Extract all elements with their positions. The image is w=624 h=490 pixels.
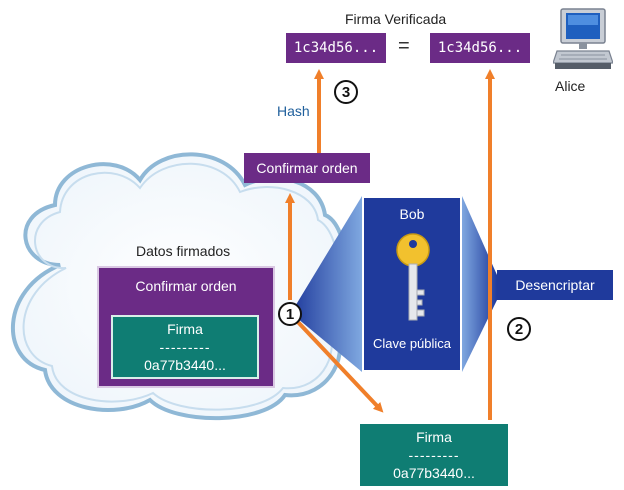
- signed-data-label: Datos firmados: [136, 243, 231, 259]
- funnel-right: [462, 196, 497, 372]
- document-signature-title: Firma: [167, 321, 203, 337]
- signature-bottom-title: Firma: [416, 429, 452, 445]
- bob-label: Bob: [399, 206, 425, 222]
- hash-label: Hash: [277, 103, 310, 119]
- document-signature: Firma --------- 0a77b3440...: [111, 315, 259, 379]
- signed-document: Confirmar orden Firma --------- 0a77b344…: [97, 266, 275, 388]
- decrypt-label: Desencriptar: [515, 277, 595, 293]
- arrow-step1-diag: [294, 318, 384, 413]
- document-signature-dashes: ---------: [159, 339, 211, 355]
- document-title: Confirmar orden: [135, 278, 237, 294]
- signature-box-bottom: Firma --------- 0a77b3440...: [360, 424, 508, 486]
- signature-bottom-value: 0a77b3440...: [393, 465, 475, 481]
- public-key-label: Clave pública: [372, 336, 452, 351]
- hash-box-left: 1c34d56...: [286, 33, 386, 63]
- computer-icon: [553, 8, 613, 69]
- funnel-left: [291, 196, 362, 372]
- equals-sign: =: [398, 35, 410, 57]
- bob-key-panel: Bob Clave pública: [362, 196, 462, 372]
- verified-signature-title: Firma Verificada: [345, 11, 447, 27]
- key-icon: [396, 233, 430, 321]
- document-signature-value: 0a77b3440...: [144, 357, 226, 373]
- alice-label: Alice: [555, 78, 586, 94]
- hash-box-right: 1c34d56...: [430, 33, 530, 63]
- step-3-badge: 3: [334, 80, 358, 104]
- order-box-top-label: Confirmar orden: [256, 160, 358, 176]
- signature-bottom-dashes: ---------: [408, 447, 460, 463]
- step-1-badge: 1: [278, 302, 302, 326]
- step-2-badge: 2: [507, 317, 531, 341]
- order-box-top: Confirmar orden: [244, 153, 370, 183]
- decrypt-box: Desencriptar: [497, 270, 613, 300]
